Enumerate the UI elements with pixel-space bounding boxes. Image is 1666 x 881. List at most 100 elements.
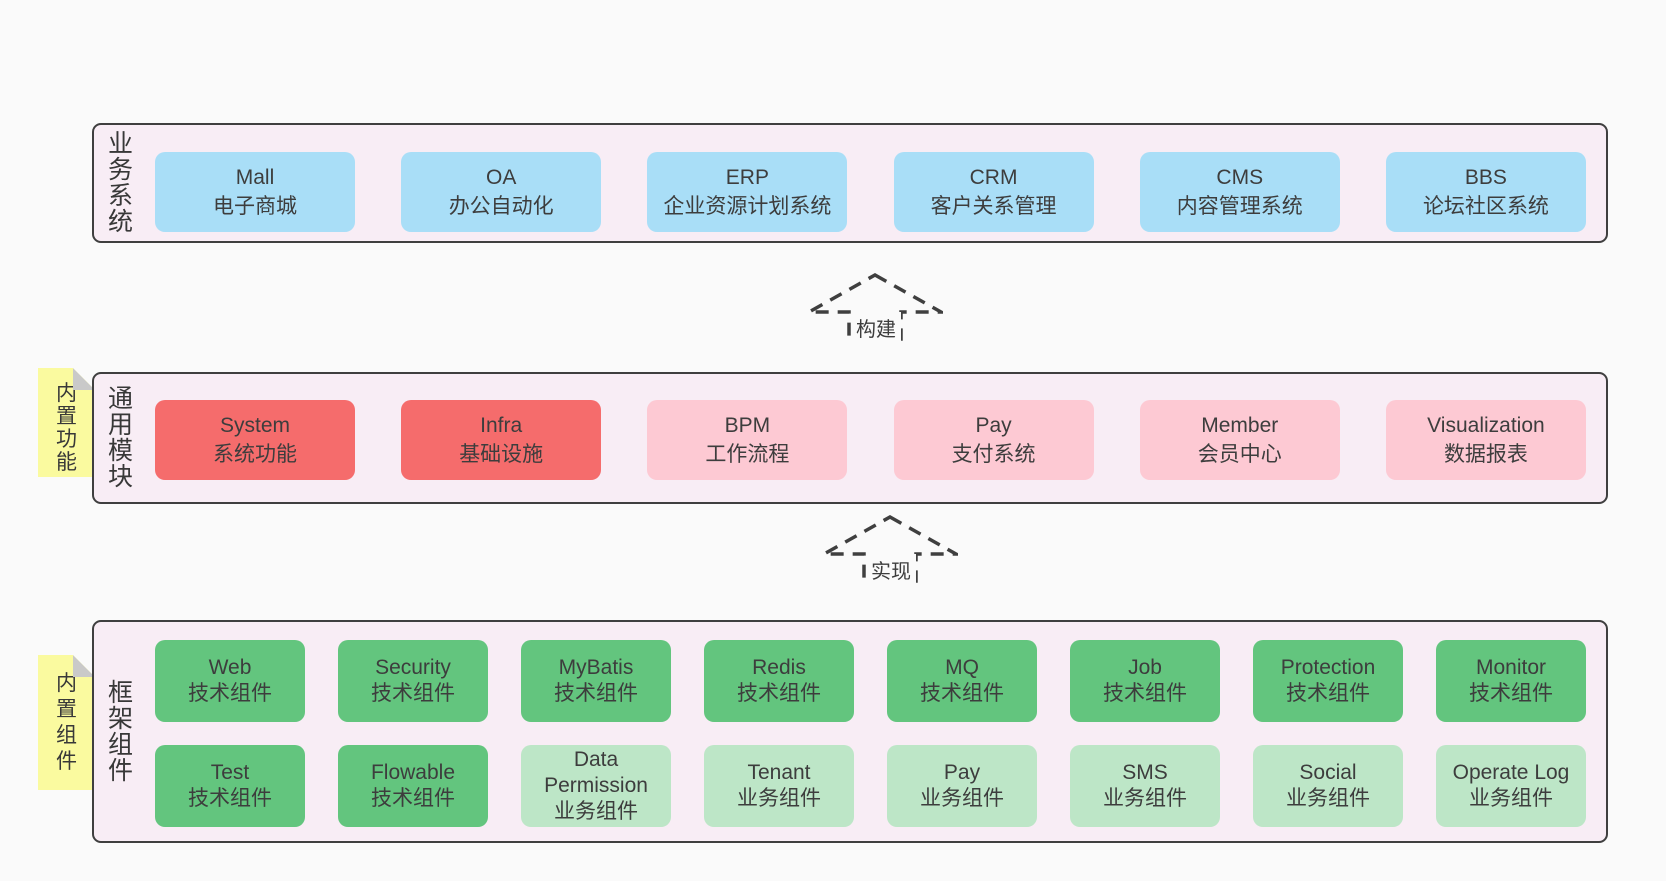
box-subtitle: 业务组件 (920, 787, 1004, 810)
box-subtitle: 技术组件 (1103, 682, 1187, 705)
box-title: OA (486, 166, 517, 189)
up-arrow-implement-icon (822, 515, 958, 583)
box-title: Flowable (370, 761, 456, 784)
box-subtitle: 电子商城 (213, 195, 297, 218)
box-subtitle: 技术组件 (1469, 682, 1553, 705)
box-job: Job 技术组件 (1070, 640, 1220, 722)
box-subtitle: 业务组件 (1103, 787, 1187, 810)
box-title: Member (1201, 414, 1279, 437)
box-title: Redis (752, 656, 806, 679)
box-pay: Pay 支付系统 (893, 400, 1094, 480)
box-subtitle: 业务组件 (737, 787, 821, 810)
box-subtitle: 业务组件 (1286, 787, 1370, 810)
box-tenant: Tenant 业务组件 (704, 745, 854, 827)
box-title: Security (375, 656, 451, 679)
box-subtitle: 业务组件 (1469, 787, 1553, 810)
box-title: Operate Log (1452, 761, 1570, 784)
box-security: Security 技术组件 (338, 640, 488, 722)
box-oa: OA 办公自动化 (401, 152, 602, 232)
box-protection: Protection 技术组件 (1253, 640, 1403, 722)
box-bpm: BPM 工作流程 (647, 400, 848, 480)
box-subtitle: 技术组件 (737, 682, 821, 705)
box-subtitle: 支付系统 (951, 443, 1036, 466)
box-data-permission: Data Permission 业务组件 (521, 745, 671, 827)
sticky-tab-label: 内置组件 (56, 672, 77, 773)
box-subtitle: 技术组件 (920, 682, 1004, 705)
sticky-tab-builtin-components: 内置组件 (38, 655, 95, 790)
box-member: Member 会员中心 (1139, 400, 1340, 480)
box-test: Test 技术组件 (155, 745, 305, 827)
box-web: Web 技术组件 (155, 640, 305, 722)
box-subtitle: 工作流程 (705, 443, 790, 466)
box-flowable: Flowable 技术组件 (338, 745, 488, 827)
box-title: Web (208, 656, 252, 679)
box-redis: Redis 技术组件 (704, 640, 854, 722)
layer-common-modules: 通用模块 System 系统功能 Infra 基础设施 BPM 工作流程 Pay 支付系统 Me… (92, 372, 1608, 504)
box-title: Job (1128, 656, 1162, 679)
box-sms: SMS 业务组件 (1070, 745, 1220, 827)
layer-business-systems: 业务系统 Mall 电子商城 OA 办公自动化 ERP 企业资源计划系统 CRM 客户关系管理… (92, 123, 1608, 243)
box-mybatis: MyBatis 技术组件 (521, 640, 671, 722)
box-subtitle: 客户关系管理 (930, 195, 1057, 218)
box-pay: Pay 业务组件 (887, 745, 1037, 827)
box-system: System 系统功能 (155, 400, 355, 480)
box-title: MQ (945, 656, 979, 679)
box-title: BPM (724, 414, 771, 437)
box-subtitle: 业务组件 (554, 800, 638, 823)
box-row: System 系统功能 Infra 基础设施 BPM 工作流程 Pay 支付系统 Member 会… (155, 400, 1586, 480)
sticky-tab-builtin-features: 内置功能 (38, 368, 95, 477)
box-title: Infra (480, 414, 523, 437)
layer-label-common-modules: 通用模块 (108, 385, 134, 491)
box-title: Pay (975, 414, 1012, 437)
arrow-label-build: 构建 (851, 312, 901, 343)
box-subtitle: 企业资源计划系统 (663, 195, 832, 218)
box-bbs: BBS 论坛社区系统 (1385, 152, 1586, 232)
box-subtitle: 数据报表 (1443, 443, 1528, 466)
arrow-label-implement: 实现 (866, 554, 916, 585)
box-title: Visualization (1427, 414, 1545, 437)
box-subtitle: 技术组件 (371, 682, 455, 705)
box-title: BBS (1464, 166, 1507, 189)
box-visualization: Visualization 数据报表 (1385, 400, 1586, 480)
box-subtitle: 技术组件 (371, 787, 455, 810)
box-title: Mall (235, 166, 275, 189)
box-operate-log: Operate Log 业务组件 (1436, 745, 1586, 827)
box-infra: Infra 基础设施 (401, 400, 602, 480)
box-title: ERP (725, 166, 769, 189)
box-subtitle: 基础设施 (459, 443, 544, 466)
box-title: SMS (1122, 761, 1168, 784)
layer-label-business-systems: 业务系统 (108, 130, 134, 236)
box-subtitle: 论坛社区系统 (1422, 195, 1549, 218)
layer-label-framework-components: 框架组件 (108, 678, 134, 785)
box-subtitle: 技术组件 (1286, 682, 1370, 705)
box-crm: CRM 客户关系管理 (893, 152, 1094, 232)
box-mall: Mall 电子商城 (155, 152, 355, 232)
sticky-tab-label: 内置功能 (56, 382, 77, 474)
box-mq: MQ 技术组件 (887, 640, 1037, 722)
box-title: System (219, 414, 290, 437)
box-subtitle: 内容管理系统 (1176, 195, 1303, 218)
box-subtitle: 技术组件 (188, 787, 272, 810)
box-subtitle: 技术组件 (554, 682, 638, 705)
up-arrow-build-icon (807, 273, 943, 341)
box-title: CRM (969, 166, 1018, 189)
box-subtitle: 技术组件 (188, 682, 272, 705)
box-title: Social (1299, 761, 1357, 784)
box-social: Social 业务组件 (1253, 745, 1403, 827)
box-subtitle: 办公自动化 (448, 195, 554, 218)
box-title: Data Permission (544, 748, 648, 797)
box-title: Protection (1280, 656, 1376, 679)
box-title: Test (210, 761, 250, 784)
box-subtitle: 会员中心 (1197, 443, 1282, 466)
box-title: MyBatis (558, 656, 634, 679)
box-erp: ERP 企业资源计划系统 (647, 152, 848, 232)
box-subtitle: 系统功能 (213, 443, 297, 466)
box-title: Tenant (747, 761, 811, 784)
box-title: Pay (943, 761, 981, 784)
